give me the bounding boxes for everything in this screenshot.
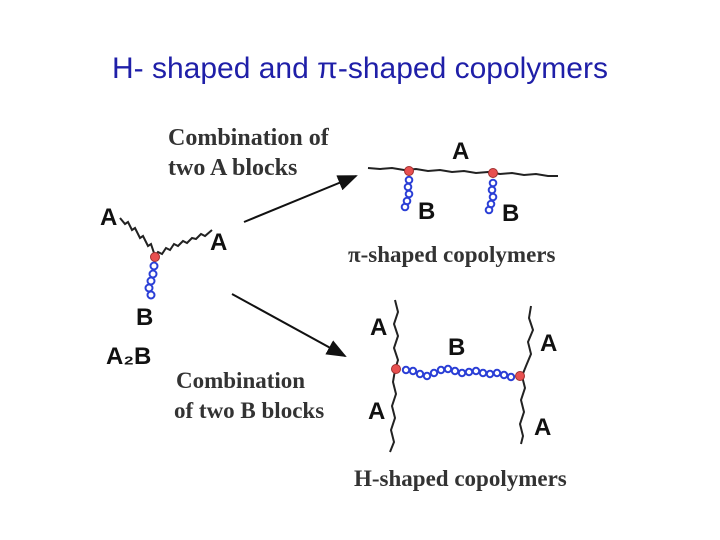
pi-label-a: A [452,138,470,165]
label-combination-a-line1: Combination of [168,125,329,151]
h-label-b: B [448,334,466,361]
h-junction-right [515,371,525,381]
a2b-label-b: B [136,304,154,331]
arrow-to-h [231,293,347,357]
label-combination-b-line1: Combination [176,368,306,393]
h-junction-left [391,364,401,374]
pi-junction-1 [404,166,414,176]
h-label-a-bottom-right: A [534,414,552,441]
h-left-backbone [389,299,400,453]
a2b-junction [150,252,160,262]
pi-bead-chain-2 [484,178,498,215]
pi-junction-2 [488,168,498,178]
h-bead-chain [401,364,516,382]
pi-label-b-2: B [502,200,520,227]
label-combination-a-line2: two A blocks [168,155,298,181]
a2b-left-arm [119,217,156,257]
title-suffix: -shaped copolymers [337,52,608,85]
pi-bead-chain-1 [400,175,414,212]
a2b-formula: A₂B [106,343,152,370]
a2b-label-a-left: A [100,204,118,231]
h-label-a-top-right: A [540,330,558,357]
label-pi-shaped: π-shaped copolymers [348,242,556,267]
a2b-right-arm [154,229,213,257]
slide-title: H- shaped and π-shaped copolymers [0,52,720,86]
arrow-to-pi [243,175,358,223]
h-label-a-bottom-left: A [368,398,386,425]
label-combination-b-line2: of two B blocks [174,398,325,423]
h-label-a-top-left: A [370,314,388,341]
a2b-label-a-right: A [210,229,228,256]
title-prefix: H- shaped and [112,52,318,85]
a2b-bead-chain [144,261,159,300]
label-h-shaped: H-shaped copolymers [354,466,567,491]
pi-label-b-1: B [418,198,436,225]
pi-backbone [367,166,558,177]
title-pi: π [317,52,338,85]
